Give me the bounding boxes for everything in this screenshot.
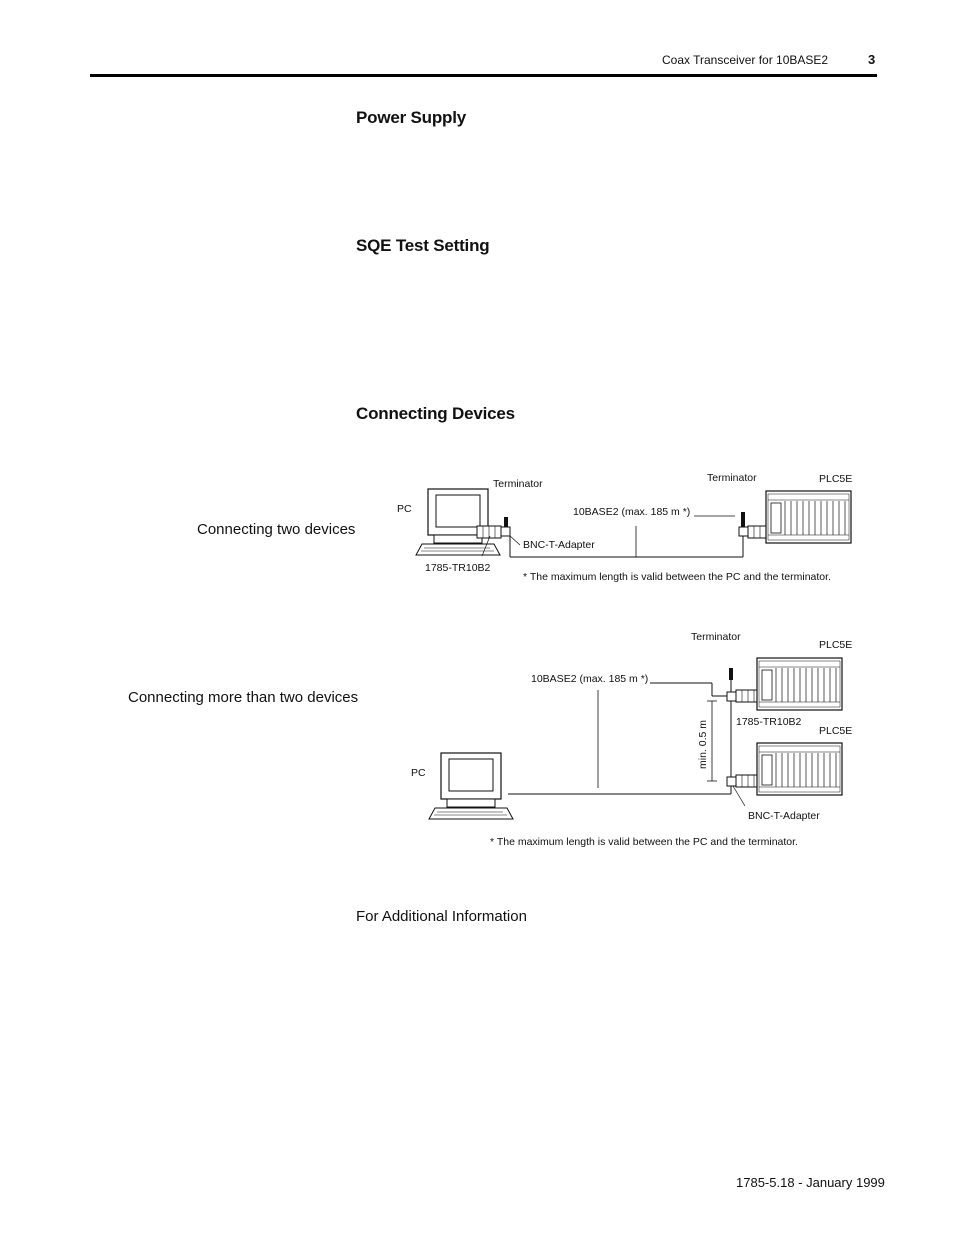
label-cable: 10BASE2 (max. 185 m *) <box>531 673 648 685</box>
label-terminator-left: Terminator <box>493 478 543 490</box>
heading-additional-info: For Additional Information <box>356 908 527 925</box>
footer-doc-id: 1785-5.18 - January 1999 <box>736 1175 885 1190</box>
label-bnc-t-adapter: BNC-T-Adapter <box>523 539 595 551</box>
bnc-t-adapter-icon <box>738 526 749 537</box>
bnc-t-adapter-icon <box>726 691 737 702</box>
label-plc5e-top: PLC5E <box>819 639 852 651</box>
label-transceiver: 1785-TR10B2 <box>736 716 802 728</box>
label-pc: PC <box>397 503 412 515</box>
label-pc: PC <box>411 767 426 779</box>
bnc-t-adapter-icon <box>726 776 737 787</box>
plc5e-rack-icon <box>756 657 843 711</box>
plc5e-rack-icon <box>765 490 852 544</box>
figure-more-devices: Terminator PLC5E 10BASE2 (max. 185 m *) … <box>411 631 852 848</box>
label-terminator: Terminator <box>691 631 741 643</box>
pc-icon <box>428 752 514 820</box>
label-min-length: min. 0.5 m <box>697 720 709 769</box>
running-header-title: Coax Transceiver for 10BASE2 <box>662 53 829 67</box>
figure1-footnote: * The maximum length is valid between th… <box>523 571 831 583</box>
label-plc5e-bottom: PLC5E <box>819 725 852 737</box>
transceiver-icon <box>476 525 502 539</box>
figure-two-devices: PC Terminator Terminator PLC5E 10BASE2 (… <box>397 472 852 583</box>
terminator-icon <box>729 668 733 680</box>
figure2-footnote: * The maximum length is valid between th… <box>490 836 798 848</box>
plc5e-rack-icon <box>756 742 843 796</box>
label-plc5e: PLC5E <box>819 473 852 485</box>
bnc-t-adapter-icon <box>500 526 511 537</box>
caption-more-devices: Connecting more than two devices <box>128 689 359 706</box>
header-rule <box>90 74 877 77</box>
label-bnc-t-adapter: BNC-T-Adapter <box>748 810 820 822</box>
label-transceiver: 1785-TR10B2 <box>425 562 491 574</box>
page-number: 3 <box>868 52 876 67</box>
caption-two-devices: Connecting two devices <box>197 521 356 538</box>
label-cable: 10BASE2 (max. 185 m *) <box>573 506 690 518</box>
heading-connecting-devices: Connecting Devices <box>356 404 515 423</box>
label-terminator-right: Terminator <box>707 472 757 484</box>
heading-power-supply: Power Supply <box>356 108 467 127</box>
pc-icon <box>415 488 501 556</box>
terminator-icon <box>504 517 508 527</box>
terminator-icon <box>741 512 745 527</box>
heading-sqe-test-setting: SQE Test Setting <box>356 236 490 255</box>
